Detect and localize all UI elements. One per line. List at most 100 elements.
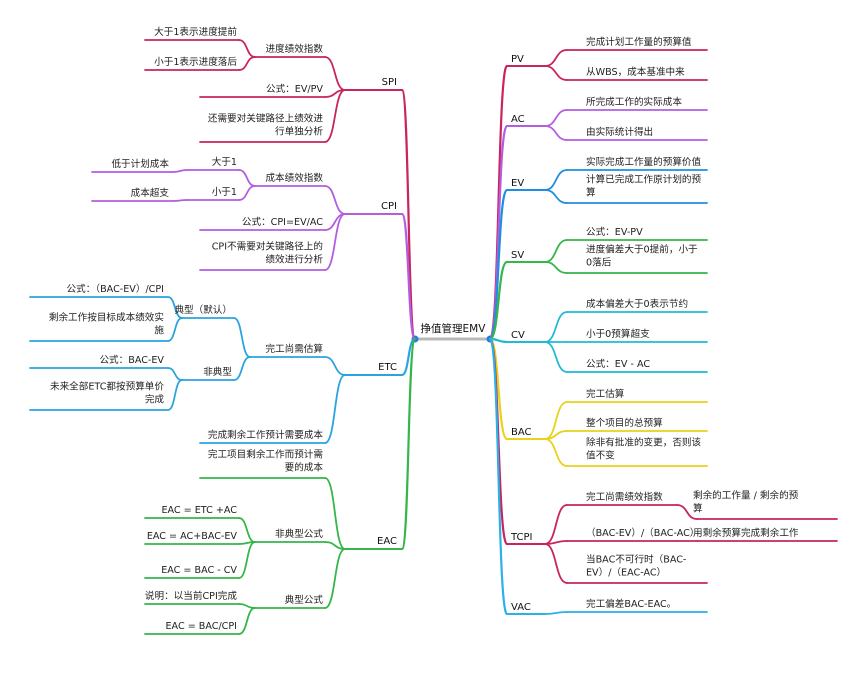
node-ev-child[interactable]: 计算已完成工作原计划的预算 (586, 174, 702, 199)
node-ev-child[interactable]: 实际完成工作量的预算价值 (586, 156, 702, 168)
branch-BAC-child (544, 401, 568, 440)
node-tcpi-grandchild[interactable]: 剩余的工作量 / 剩余的预算 (693, 490, 799, 515)
node-eac-child[interactable]: 非典型公式 (275, 528, 323, 540)
label-line: 施 (154, 325, 164, 337)
branch-EAC (400, 337, 417, 551)
node-ac-child[interactable]: 所完成工作的实际成本 (586, 96, 682, 108)
node-tcpi-child[interactable]: （BAC-EV）/（BAC-AC） (586, 527, 699, 539)
node-cpi-child[interactable]: 成本绩效指数 (265, 172, 323, 184)
node-eac-grandchild[interactable]: EAC = BAC/CPI (165, 621, 237, 632)
node-cpi-grandchild[interactable]: 小于1 (212, 187, 237, 198)
branch-CPI-grandchild (238, 169, 256, 187)
node-bac[interactable]: BAC (511, 427, 532, 438)
branch-ETC-grandchild (233, 356, 251, 381)
node-etc[interactable]: ETC (378, 362, 397, 373)
node-spi-child[interactable]: 还需要对关键路径上绩效进行单独分析 (208, 113, 324, 138)
node-etc-grandchild[interactable]: 非典型 (203, 366, 232, 378)
branch-AC-child (544, 109, 568, 127)
node-spi-child[interactable]: 进度绩效指数 (265, 43, 323, 55)
node-bac-child[interactable]: 完工估算 (586, 388, 625, 400)
label-line: 当BAC不可行时（BAC- (586, 554, 686, 566)
node-cv[interactable]: CV (511, 330, 525, 341)
branch-EAC-grandchild (238, 603, 256, 609)
node-bac-child[interactable]: 整个项目的总预算 (586, 417, 663, 429)
label-line: 值不变 (586, 450, 615, 462)
branch-CPI-leaf (172, 169, 188, 173)
node-eac-child[interactable]: 典型公式 (285, 594, 324, 606)
label-line: 计算已完成工作原计划的预 (586, 174, 702, 186)
branch-SPI-grandchild (238, 56, 256, 71)
branch-EAC-grandchild (238, 607, 256, 635)
label-line: 0落后 (586, 257, 612, 269)
node-vac-child[interactable]: 完工偏差BAC-EAC。 (586, 598, 676, 610)
node-cpi-grandchild[interactable]: 大于1 (212, 156, 237, 168)
label-line: 还需要对关键路径上绩效进 (208, 113, 324, 125)
branch-BAC-child (544, 430, 568, 440)
root-node[interactable]: 挣值管理EMV (421, 322, 487, 335)
node-cpi-child[interactable]: CPI不需要对关键路径上的绩效进行分析 (212, 241, 324, 266)
branch-VAC-child (544, 611, 568, 615)
node-ac[interactable]: AC (511, 114, 525, 125)
node-pv[interactable]: PV (511, 54, 524, 65)
node-eac-grandchild[interactable]: 说明：以当前CPI完成 (145, 590, 237, 602)
label-line: EV）/（EAC-AC） (586, 567, 666, 579)
node-sv[interactable]: SV (511, 250, 524, 261)
node-vac[interactable]: VAC (511, 602, 531, 613)
node-cpi-leaf[interactable]: 低于计划成本 (111, 158, 169, 170)
node-etc-child[interactable]: 完工尚需估算 (265, 343, 323, 355)
node-eac-grandchild[interactable]: EAC = ETC +AC (161, 505, 237, 516)
node-spi[interactable]: SPI (382, 77, 397, 88)
node-etc-child[interactable]: 完成剩余工作预计需要成本 (208, 429, 324, 441)
branch-CV-child (544, 341, 568, 373)
label-line: 完工项目剩余工作而预计需 (208, 449, 323, 461)
node-etc-grandchild[interactable]: 典型（默认） (174, 304, 232, 316)
node-etc-leaf[interactable]: 未来全部ETC都按预算单价完成 (50, 381, 164, 406)
node-cv-child[interactable]: 小于0预算超支 (586, 328, 650, 340)
branch-EAC-child (324, 477, 346, 550)
label-line: 除非有批准的变更，否则该 (586, 437, 702, 449)
node-etc-leaf[interactable]: 公式：BAC-EV (99, 354, 164, 366)
node-bac-child[interactable]: 除非有批准的变更，否则该值不变 (586, 437, 702, 462)
node-tcpi-child[interactable]: 当BAC不可行时（BAC-EV）/（EAC-AC） (586, 554, 686, 579)
node-ev[interactable]: EV (511, 178, 524, 189)
node-cpi[interactable]: CPI (381, 201, 397, 212)
node-spi-child[interactable]: 公式：EV/PV (266, 83, 323, 95)
branch-ETC-child (324, 356, 346, 376)
branch-BAC-child (544, 438, 568, 467)
branch-CPI-child (324, 213, 346, 271)
node-cpi-child[interactable]: 公式：CPI=EV/AC (242, 216, 323, 228)
label-line: 要的成本 (285, 462, 324, 474)
node-tcpi-child[interactable]: 完工尚需绩效指数 (586, 491, 663, 503)
node-eac[interactable]: EAC (377, 536, 397, 547)
node-etc-leaf[interactable]: 公式：（BAC-EV）/CPI (67, 283, 164, 295)
branch-TCPI-child (544, 543, 568, 584)
branch-EAC-grandchild (238, 517, 256, 543)
node-ac-child[interactable]: 由实际统计得出 (586, 126, 653, 138)
label-line: 完成 (145, 394, 165, 406)
branch-ETC-leaf (167, 367, 183, 381)
node-eac-grandchild[interactable]: EAC = BAC - CV (161, 565, 237, 576)
branch-ETC-leaf (167, 296, 183, 319)
node-cpi-leaf[interactable]: 成本超支 (131, 187, 170, 199)
branch-EAC-child (324, 548, 346, 609)
node-tcpi[interactable]: TCPI (510, 532, 532, 543)
node-spi-grandchild[interactable]: 大于1表示进度提前 (154, 26, 237, 38)
node-cv-child[interactable]: 公式：EV - AC (586, 358, 650, 370)
branch-SV-child (544, 239, 568, 263)
node-etc-leaf[interactable]: 剩余工作按目标成本绩效实施 (49, 312, 165, 337)
node-sv-child[interactable]: 公式：EV-PV (586, 226, 643, 238)
branch-ETC-grandchild (233, 317, 251, 358)
node-tcpi-grandchild[interactable]: 用剩余预算完成剩余工作 (693, 527, 799, 539)
branch-SPI (400, 88, 417, 341)
node-eac-child[interactable]: 完工项目剩余工作而预计需要的成本 (208, 449, 324, 474)
node-pv-child[interactable]: 完成计划工作量的预算值 (586, 36, 692, 48)
node-cv-child[interactable]: 成本偏差大于0表示节约 (586, 298, 688, 310)
label-line: 未来全部ETC都按预算单价 (50, 381, 164, 393)
label-line: 算 (586, 187, 596, 199)
branch-CPI-leaf (172, 199, 188, 202)
node-spi-grandchild[interactable]: 小于1表示进度落后 (154, 56, 237, 68)
node-eac-grandchild[interactable]: EAC = AC+BAC-EV (147, 531, 238, 542)
node-pv-child[interactable]: 从WBS，成本基准中来 (586, 66, 685, 78)
